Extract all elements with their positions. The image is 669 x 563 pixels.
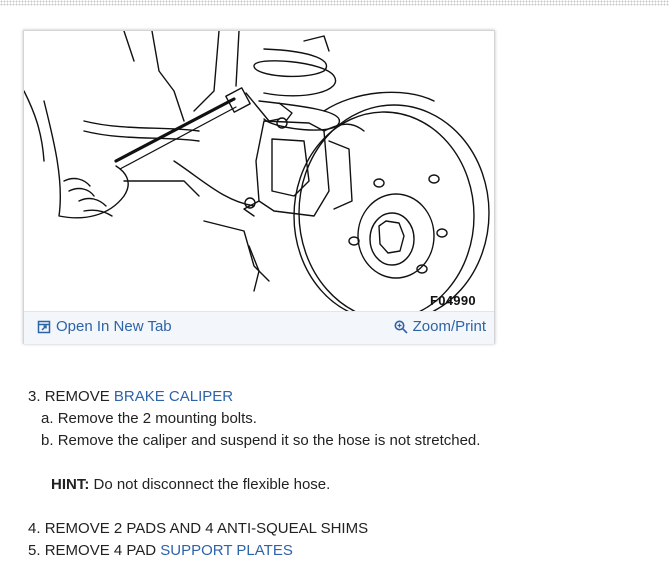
spacer — [28, 496, 480, 518]
step-3b: b. Remove the caliper and suspend it so … — [41, 432, 481, 449]
step-3: 3. REMOVE BRAKE CALIPER — [28, 388, 234, 405]
step-3a: a. Remove the 2 mounting bolts. — [41, 410, 257, 427]
support-plates-link[interactable]: SUPPORT PLATES — [160, 542, 293, 559]
figure-toolbar: Open In New Tab Zoom/Print — [24, 311, 494, 344]
figure-code: F04990 — [430, 293, 476, 308]
zoom-print-label: Zoom/Print — [412, 318, 486, 335]
hint-label: HINT: — [51, 476, 90, 493]
brake-caliper-illustration — [24, 31, 490, 311]
instruction-steps: 3. REMOVE BRAKE CALIPER a. Remove the 2 … — [28, 386, 480, 562]
illustration-figure: F04990 Open In New Tab Zoom/Print — [23, 30, 495, 344]
open-in-new-tab-label: Open In New Tab — [56, 318, 172, 335]
brake-caliper-link[interactable]: BRAKE CALIPER — [113, 388, 234, 405]
open-new-tab-icon — [37, 320, 51, 333]
hint-note: HINT: Do not disconnect the flexible hos… — [28, 474, 480, 496]
step-5: 5. REMOVE 4 PAD SUPPORT PLATES — [28, 542, 293, 559]
step-4: 4. REMOVE 2 PADS AND 4 ANTI-SQUEAL SHIMS — [28, 520, 369, 537]
top-dotted-border — [0, 0, 669, 6]
zoom-print-link[interactable]: Zoom/Print — [394, 318, 486, 335]
open-in-new-tab-link[interactable]: Open In New Tab — [37, 318, 172, 335]
magnifier-icon — [394, 320, 408, 334]
hint-text: Do not disconnect the flexible hose. — [93, 476, 331, 493]
